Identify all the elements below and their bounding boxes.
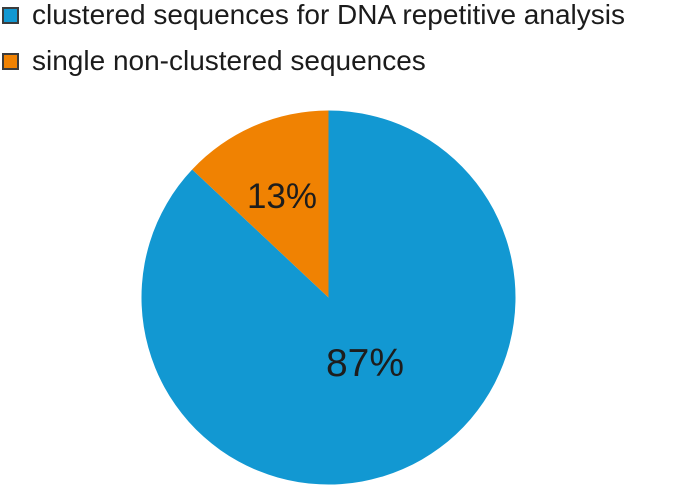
pie-slice-1 xyxy=(192,110,329,298)
legend-item-clustered: clustered sequences for DNA repetitive a… xyxy=(2,1,625,29)
pie-label-minority: 13% xyxy=(246,177,318,216)
legend-swatch-clustered-icon xyxy=(2,6,19,24)
legend: clustered sequences for DNA repetitive a… xyxy=(2,1,625,75)
pie-label-majority: 87% xyxy=(325,342,405,385)
legend-swatch-non-clustered-icon xyxy=(2,52,19,70)
legend-item-non-clustered: single non-clustered sequences xyxy=(2,47,625,75)
pie-slice-0 xyxy=(141,110,516,485)
legend-label-non-clustered: single non-clustered sequences xyxy=(32,45,426,76)
legend-label-clustered: clustered sequences for DNA repetitive a… xyxy=(32,0,625,30)
